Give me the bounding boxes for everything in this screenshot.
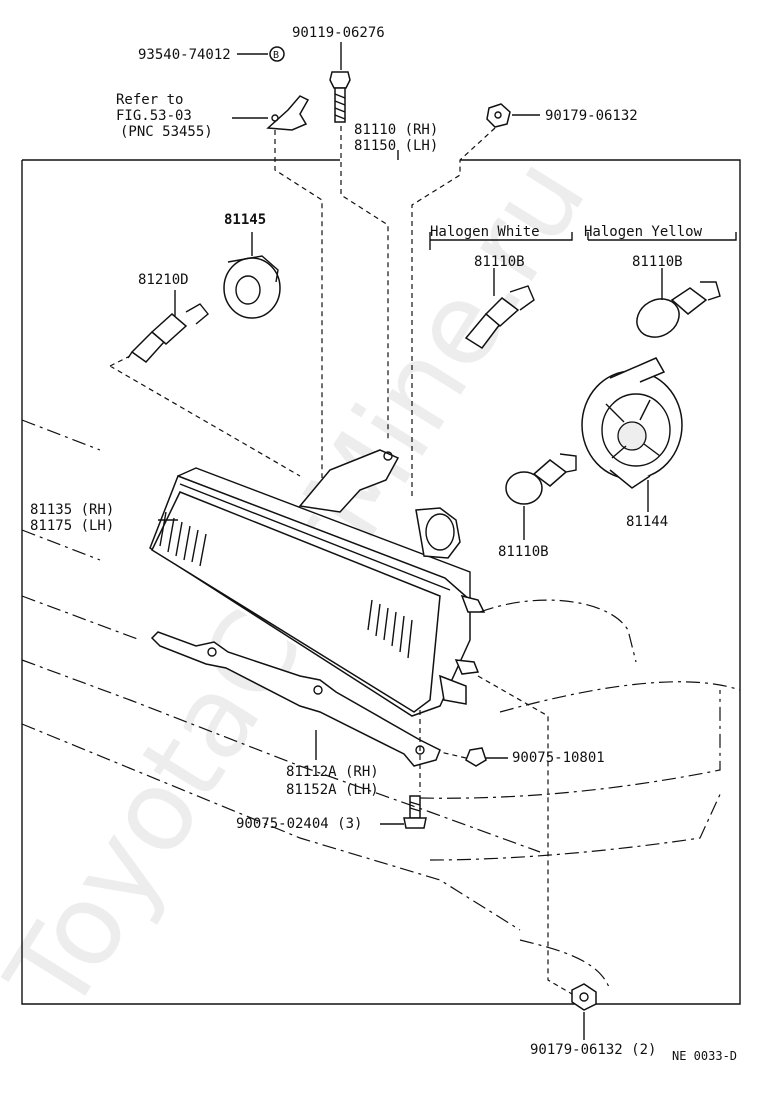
callout-90119-06276: 90119-06276 [292, 25, 385, 41]
callout-81135-rh: 81135 (RH) [30, 502, 114, 518]
lower-bulb-icon[interactable] [505, 453, 577, 505]
screw-90075-02404-icon[interactable] [403, 795, 427, 829]
callout-81175-lh: 81175 (LH) [30, 518, 114, 534]
vehicle-body-outline [21, 419, 741, 991]
figure-code: NE 0033-D [672, 1049, 737, 1063]
headlamp-assembly-icon[interactable] [149, 449, 486, 717]
nut-90179-bottom-icon[interactable] [571, 983, 597, 1011]
bolt-90119-icon[interactable] [329, 71, 351, 123]
callout-90075-10801: 90075-10801 [512, 750, 605, 766]
callout-81110-rh: 81110 (RH) [354, 122, 438, 138]
callout-81110b-white: 81110B [474, 254, 525, 270]
clip-marker-letter: B [273, 50, 279, 61]
callout-81145: 81145 [224, 212, 266, 228]
headlamp-retainer-icon[interactable] [150, 631, 441, 767]
callout-90179-06132-top: 90179-06132 [545, 108, 638, 124]
callout-81144: 81144 [626, 514, 668, 530]
refer-to-line2: FIG.53-03 [116, 108, 192, 124]
callout-81150-lh: 81150 (LH) [354, 138, 438, 154]
callout-90075-02404: 90075-02404 (3) [236, 816, 362, 832]
callout-81110b-yellow: 81110B [632, 254, 683, 270]
refer-to-line3: (PNC 53455) [120, 124, 213, 140]
group-halogen-yellow: Halogen Yellow [584, 224, 703, 240]
park-bulb-icon[interactable] [127, 303, 209, 363]
clip-93540-icon[interactable]: B [269, 46, 285, 62]
callout-81112a-rh: 81112A (RH) [286, 764, 379, 780]
callout-90179-06132-bottom: 90179-06132 (2) [530, 1042, 656, 1058]
callout-93540-74012: 93540-74012 [138, 47, 231, 63]
group-halogen-white: Halogen White [430, 224, 540, 240]
nut-90179-top-icon[interactable] [486, 103, 511, 128]
bracket-clip-icon[interactable] [266, 95, 310, 131]
reflector-icon[interactable] [581, 357, 683, 489]
refer-to-line1: Refer to [116, 92, 183, 108]
callout-81152a-lh: 81152A (LH) [286, 782, 379, 798]
screw-90075-10801-icon[interactable] [465, 747, 487, 767]
assembly-frame [21, 159, 741, 1005]
halogen-yellow-bulb-icon[interactable] [630, 281, 721, 345]
halogen-white-bulb-icon[interactable] [464, 285, 535, 350]
socket-cover-icon[interactable] [223, 255, 281, 319]
callout-81210d: 81210D [138, 272, 189, 288]
callout-81110b-lower: 81110B [498, 544, 549, 560]
